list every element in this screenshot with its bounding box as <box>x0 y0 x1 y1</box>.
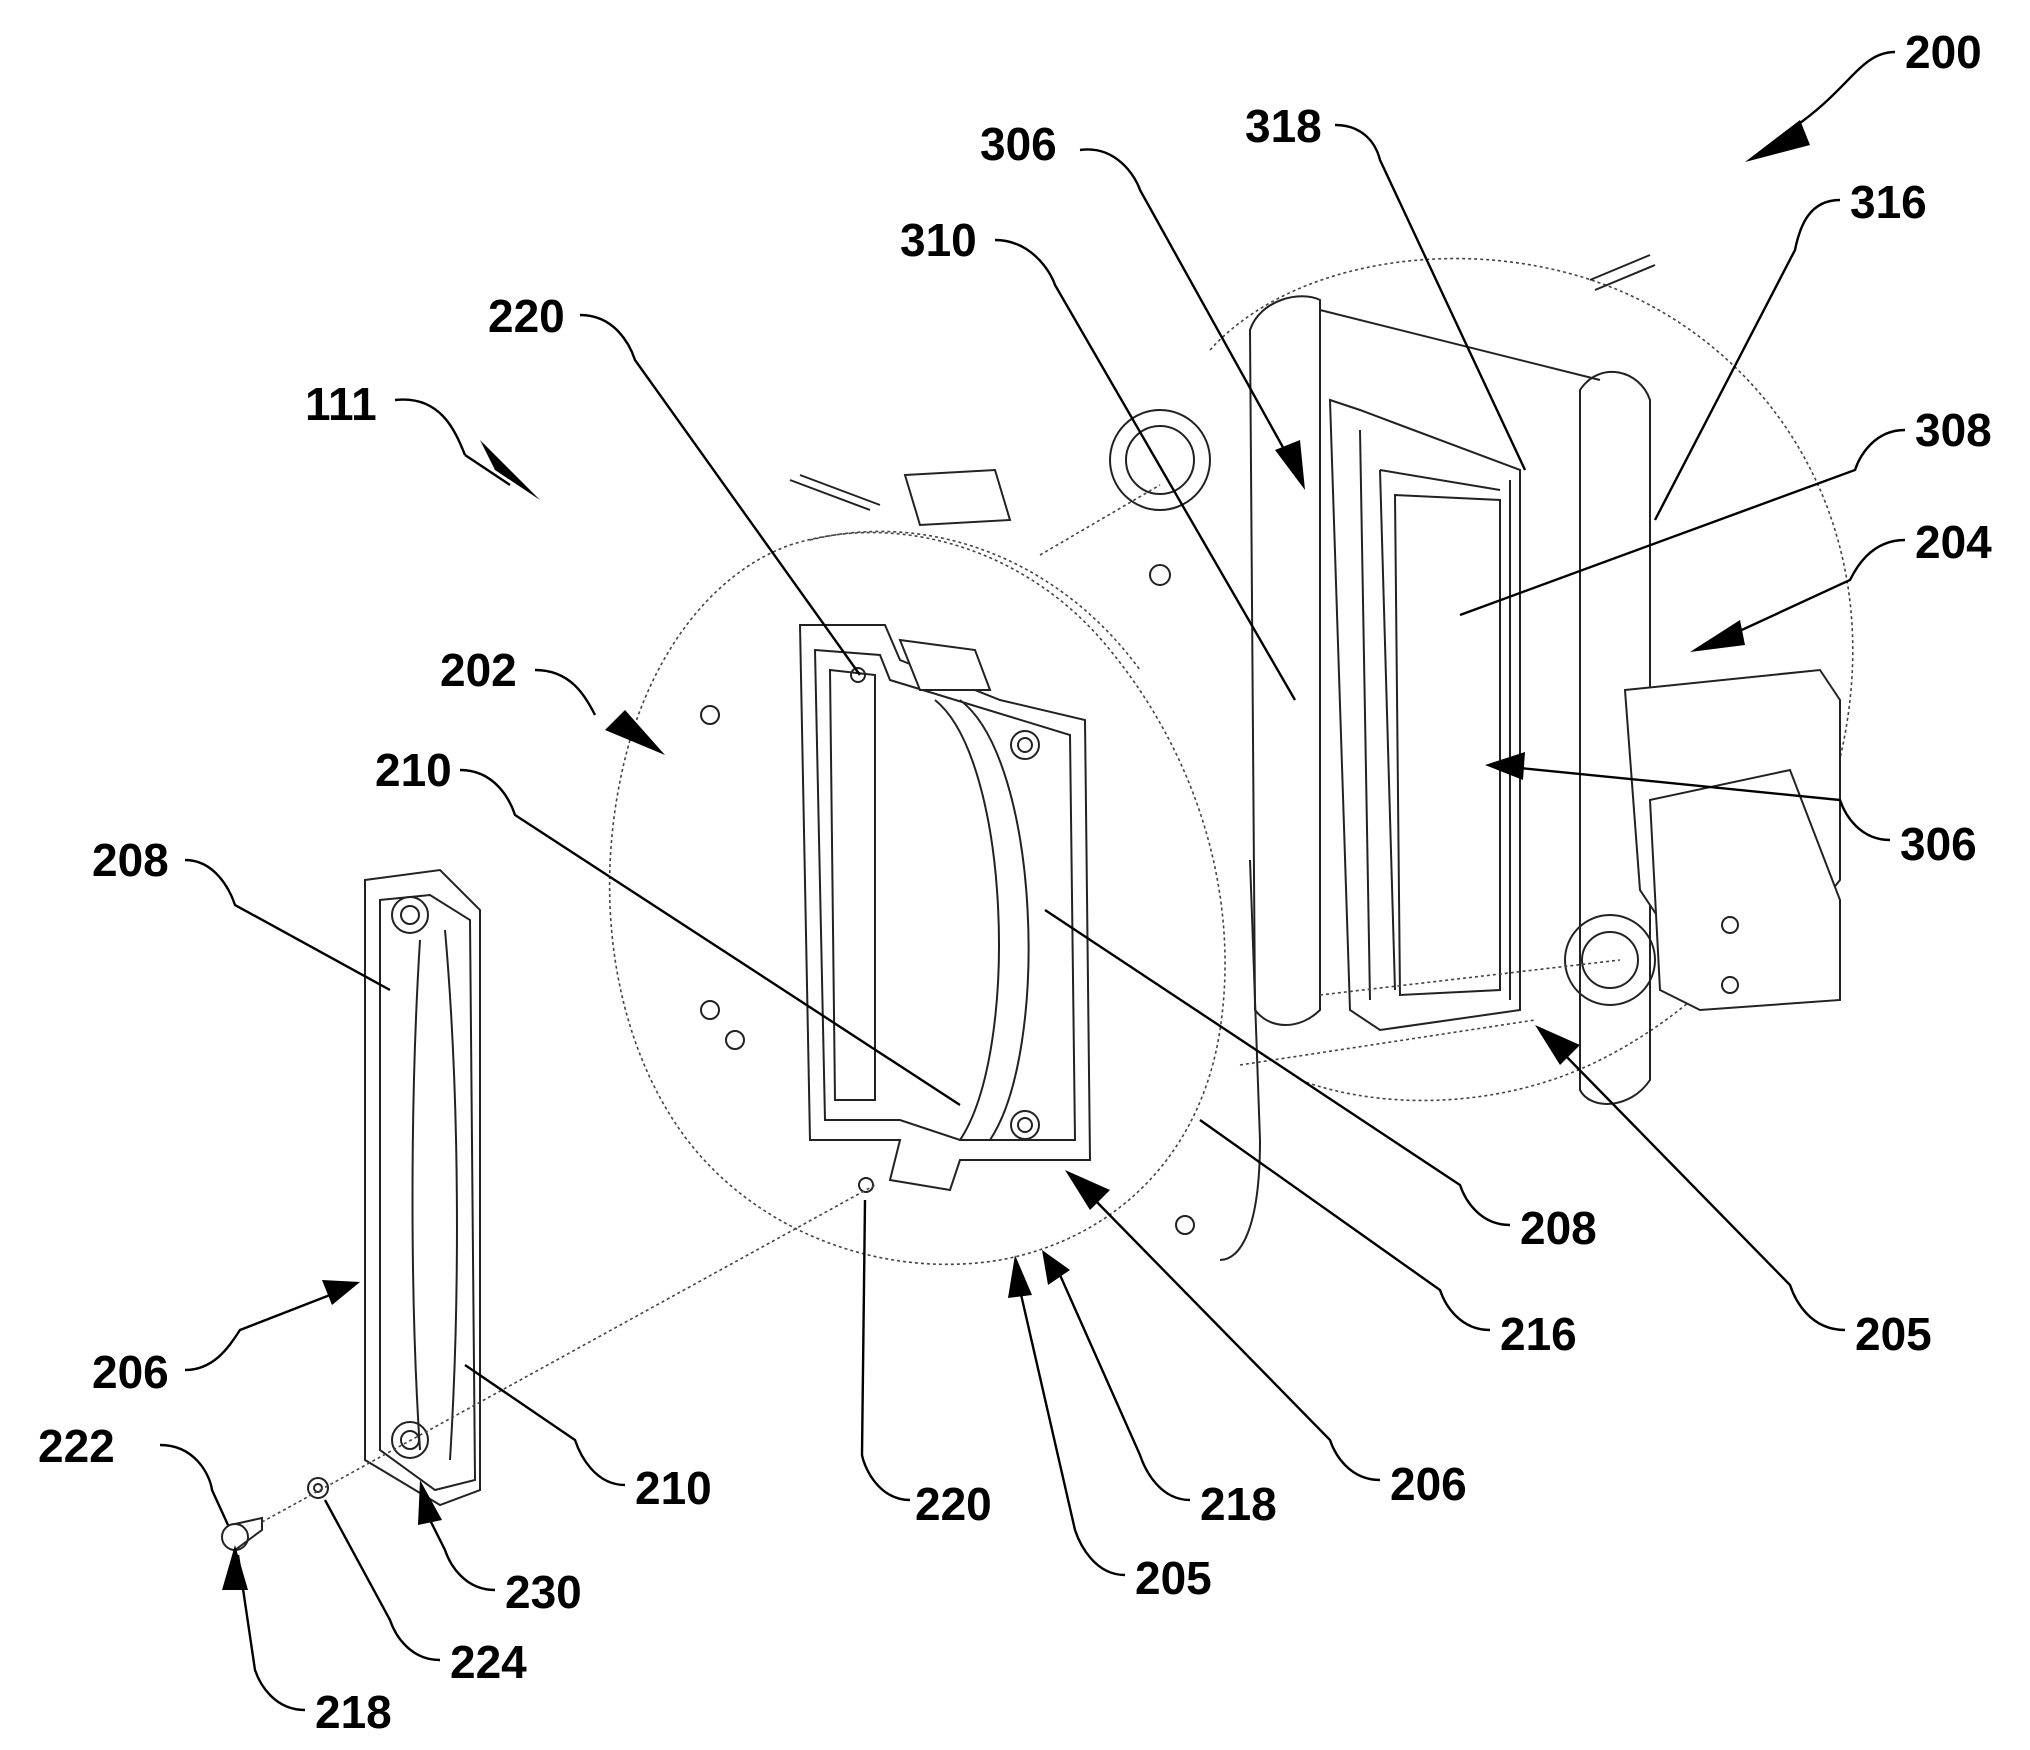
label-202: 202 <box>440 644 517 696</box>
label-208-left: 208 <box>92 834 169 886</box>
label-318: 318 <box>1245 100 1322 152</box>
label-218-bottom: 218 <box>315 1686 392 1738</box>
label-316: 316 <box>1850 176 1927 228</box>
assembly-axis-1 <box>262 1185 875 1522</box>
mounting-plate-202 <box>610 531 1260 1264</box>
label-206-right: 206 <box>1390 1458 1467 1510</box>
label-230: 230 <box>505 1566 582 1618</box>
label-208-right: 208 <box>1520 1202 1597 1254</box>
label-306-top: 306 <box>980 118 1057 170</box>
label-204: 204 <box>1915 516 1992 568</box>
label-308: 308 <box>1915 404 1992 456</box>
label-210-bottom: 210 <box>635 1462 712 1514</box>
label-220-bottom: 220 <box>915 1478 992 1530</box>
label-210-top: 210 <box>375 744 452 796</box>
handle-206 <box>365 870 480 1505</box>
assembly-axis-3 <box>1040 485 1160 555</box>
label-205-bottom: 205 <box>1135 1552 1212 1604</box>
fasteners <box>222 1478 328 1550</box>
label-111: 111 <box>305 378 377 430</box>
label-216: 216 <box>1500 1308 1577 1360</box>
label-222: 222 <box>38 1420 115 1472</box>
label-200: 200 <box>1905 26 1982 78</box>
label-205-right: 205 <box>1855 1308 1932 1360</box>
label-306-right: 306 <box>1900 818 1977 870</box>
label-310: 310 <box>900 214 977 266</box>
label-218-mid: 218 <box>1200 1478 1277 1530</box>
label-206-left: 206 <box>92 1346 169 1398</box>
label-224: 224 <box>450 1636 527 1688</box>
label-220-top: 220 <box>488 290 565 342</box>
